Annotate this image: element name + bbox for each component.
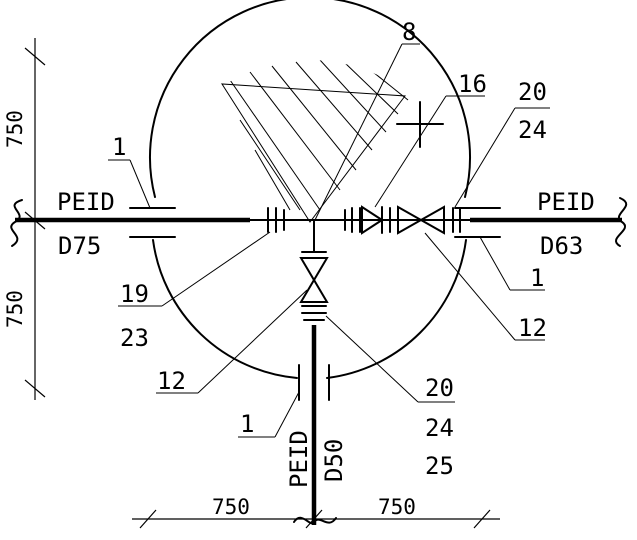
leader-lines <box>108 43 550 438</box>
pipe-left-material: PEID <box>57 188 115 216</box>
callout-1-right: 1 <box>530 264 544 292</box>
dim-left-upper: 750 <box>3 110 27 148</box>
callout-24-top: 24 <box>518 116 547 144</box>
gate-valve-bottom-symbol <box>299 251 329 303</box>
pipe-left-size: D75 <box>58 232 101 260</box>
callout-8: 8 <box>402 18 416 46</box>
dimension-lines <box>24 38 500 529</box>
callout-1-left: 1 <box>112 133 126 161</box>
pipe-right-size: D63 <box>540 232 583 260</box>
callout-25: 25 <box>425 452 454 480</box>
manhole-outline <box>149 0 471 379</box>
callout-23: 23 <box>120 324 149 352</box>
callout-24-bottom: 24 <box>425 414 454 442</box>
gate-valve-right-symbol <box>389 205 445 235</box>
center-cross-marker <box>396 101 444 148</box>
callout-20-bottom: 20 <box>425 374 454 402</box>
callout-16: 16 <box>458 70 487 98</box>
flange-joints <box>267 207 461 321</box>
pipe-right-material: PEID <box>537 188 595 216</box>
wall-sleeves <box>129 207 501 401</box>
dim-bottom-left: 750 <box>212 495 250 519</box>
dim-bottom-right: 750 <box>378 495 416 519</box>
dim-left-lower: 750 <box>3 290 27 328</box>
pipe-bottom-size: D50 <box>320 439 348 482</box>
callout-20-top: 20 <box>518 78 547 106</box>
callout-1-bottom: 1 <box>240 410 254 438</box>
callout-12-right: 12 <box>518 314 547 342</box>
check-valve-symbol <box>361 205 384 235</box>
hatched-sector <box>221 60 409 223</box>
pipe-bottom-material: PEID <box>285 430 313 488</box>
callout-12-left: 12 <box>157 367 186 395</box>
pipe-network <box>15 217 622 525</box>
break-symbols <box>10 197 628 525</box>
callout-19: 19 <box>120 280 149 308</box>
